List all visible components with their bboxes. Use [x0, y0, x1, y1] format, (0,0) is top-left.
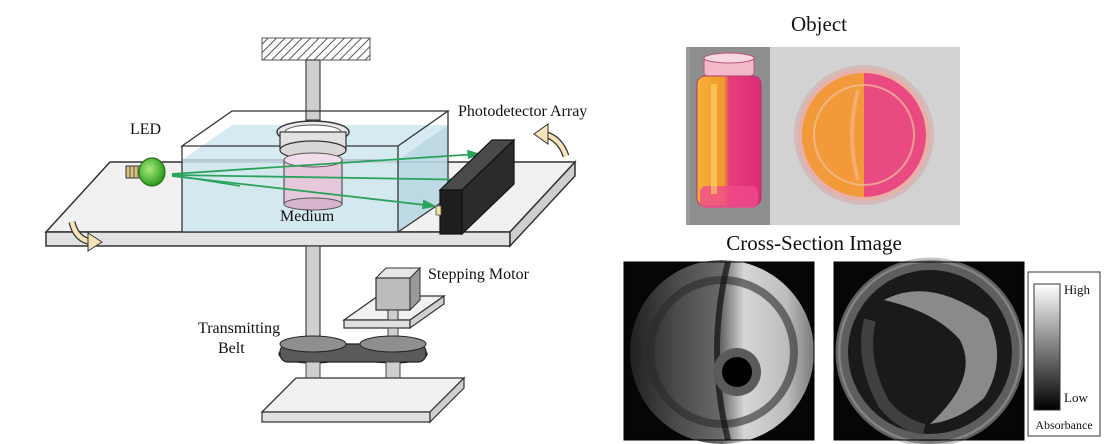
cross-section-image-2: [833, 257, 1025, 444]
belt-label-line1: Transmitting: [198, 320, 280, 337]
colorbar-caption: Absorbance: [1035, 418, 1092, 432]
photodetector-label: Photodetector Array: [458, 103, 587, 120]
led-bulb-icon: [125, 157, 166, 187]
colorbar-high-label: High: [1064, 282, 1091, 297]
stepping-motor: [374, 266, 422, 321]
cross-section-title: Cross-Section Image: [726, 231, 902, 255]
led-label: LED: [130, 121, 161, 138]
object-title: Object: [791, 12, 847, 36]
ceiling-mount: [261, 37, 371, 61]
belt-label-line2: Belt: [218, 340, 245, 357]
platform-side: [509, 160, 576, 248]
curved-arrow-icon: [533, 123, 570, 158]
colorbar-gradient: [1033, 283, 1061, 411]
medium-label: Medium: [280, 208, 335, 225]
base-plate: [260, 377, 466, 413]
cross-section-image-1: [623, 260, 815, 444]
hanging-rod: [305, 59, 321, 121]
apparatus: Medium LED Photodetector Array: [44, 37, 587, 424]
colorbar-low-label: Low: [1064, 390, 1088, 405]
transmitting-belt: [278, 335, 428, 364]
photodetector-array: [435, 138, 516, 236]
object-photo: [686, 47, 960, 225]
colorbar: High Low Absorbance: [1027, 271, 1101, 437]
stepping-motor-label: Stepping Motor: [428, 266, 530, 283]
main-shaft: [305, 245, 321, 347]
curved-arrow-icon: [68, 221, 103, 252]
